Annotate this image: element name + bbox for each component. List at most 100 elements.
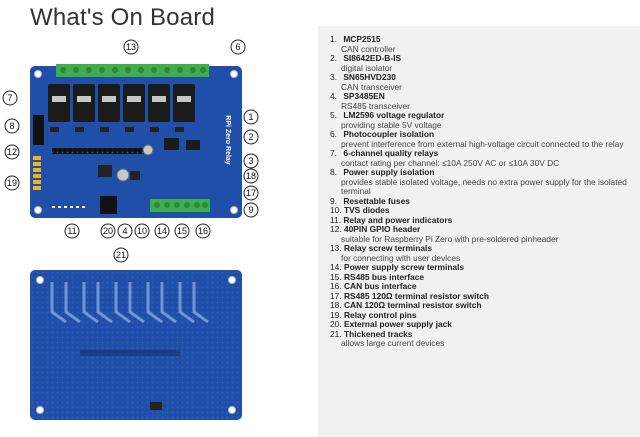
callout-circle [123,39,139,55]
component-number: 19. [330,309,342,320]
component-name: Power supply isolation [343,167,435,177]
mcp2515-chip [164,138,179,150]
component-name: CAN bus interface [343,281,417,291]
callout-circle [230,39,246,55]
component-name: Relay control pins [343,309,417,320]
component-item: 10. TVS diodes [330,205,636,216]
callout-circle [64,223,80,239]
component-item: 17. RS485 120Ω terminal resistor switch [330,290,636,302]
component-description: allows large current devices [341,338,445,348]
back-board [30,270,242,420]
component-name: RS485 120Ω terminal resistor switch [343,290,489,301]
component-name: MCP2515 [343,34,381,44]
component-name: TVS diodes [343,205,390,215]
callout-number: 11 [67,226,76,236]
component-number: 15. [330,271,342,282]
component-item: 15. RS485 bus interface [330,271,636,283]
callout-number: 20 [103,226,113,236]
callout-number: 6 [235,42,240,52]
component-name: 6-channel quality relays [343,148,439,158]
component-number: 21. [330,328,342,339]
callout-number: 19 [7,178,17,188]
component-item: 16. CAN bus interface [330,281,636,292]
callout-circle [174,223,190,239]
component-number: 18. [330,300,342,310]
callout-circle [113,247,129,263]
component-name: SP3485EN [343,91,385,101]
component-description: providing stable 5V voltage [341,119,442,130]
component-name: RS485 bus interface [343,271,425,282]
callout-circle [134,223,150,239]
callout-number: 12 [7,147,17,157]
component-number: 20. [330,319,342,329]
component-description: CAN transceiver [341,81,402,92]
callout-circle [243,202,259,218]
callout-number: 1 [248,112,253,122]
callout-circle [4,175,20,191]
component-number: 13. [330,243,342,253]
relays [48,84,195,122]
callout-number: 3 [248,156,253,166]
component-name: Thickened tracks [343,328,413,339]
indicator-leds [52,206,85,208]
component-item: 18. CAN 120Ω terminal resistor switch [330,300,636,311]
callout-circle [117,223,133,239]
power-jack [100,196,117,214]
callout-number: 16 [198,226,208,236]
power-isolation-module [33,115,44,145]
callout-number: 21 [116,250,126,260]
relay-control-pins [33,156,41,190]
component-name: Photocoupler isolation [343,129,435,139]
component-name: Relay and power indicators [343,214,453,225]
component-number: 4. [330,91,337,101]
component-item: 11. Relay and power indicators [330,214,636,226]
component-number: 2. [330,53,337,63]
component-number: 10. [330,205,342,215]
callout-circle [243,185,259,201]
bottom-screw-terminals [150,199,210,212]
component-description: provides stable isolated voltage, needs … [341,176,627,196]
callout-circle [2,90,18,106]
front-board: RPi Zero Relay [30,64,242,218]
callout-circle [243,129,259,145]
relay-screw-terminals [56,64,209,77]
component-number: 12. [330,224,342,234]
component-number: 6. [330,129,337,139]
callout-number: 9 [248,205,253,215]
component-name: Relay screw terminals [343,243,432,253]
component-description: CAN controller [341,43,396,54]
component-name: CAN 120Ω terminal resistor switch [343,300,482,310]
component-item: 9. Resettable fuses [330,196,636,207]
callout-number: 8 [9,121,14,131]
callout-circle [4,144,20,160]
callout-number: 4 [122,226,127,236]
component-description: RS485 transceiver [341,100,410,111]
component-item: 20. External power supply jack [330,319,636,330]
rs485-chip [130,171,140,180]
callout-number: 17 [246,188,256,198]
component-name: Power supply screw terminals [343,262,465,272]
component-number: 11. [330,214,342,225]
callout-number: 13 [126,42,136,52]
board-illustration: RPi Zero Relay 1367182312181917911204101… [2,39,259,420]
callout-circle [4,118,20,134]
regulator-chip [98,165,112,177]
isolator-chip [186,140,200,150]
component-number: 5. [330,110,337,120]
callout-number: 15 [177,226,187,236]
callout-number: 7 [7,93,12,103]
component-number: 3. [330,72,337,82]
component-number: 17. [330,290,342,301]
component-number: 14. [330,262,342,272]
photocouplers [50,127,184,132]
component-name: SI8642ED-B-IS [343,53,402,63]
callout-circle [243,109,259,125]
